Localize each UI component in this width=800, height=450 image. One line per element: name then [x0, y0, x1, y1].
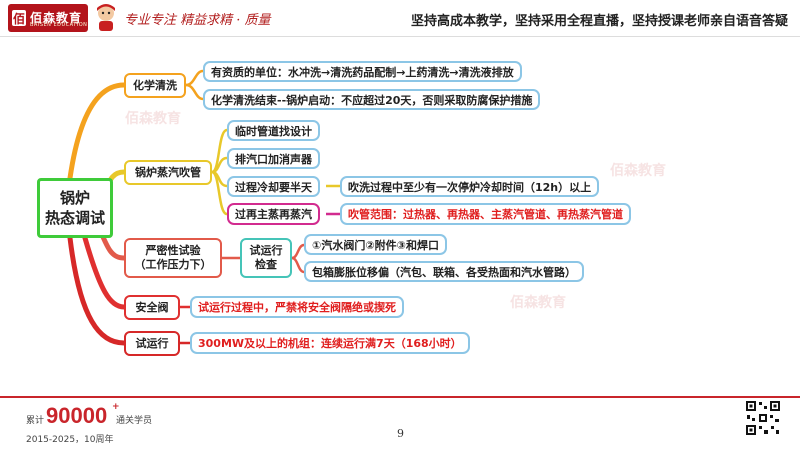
leaf-trial-1: 300MW及以上的机组：连续运行满7天（168小时）: [190, 332, 470, 354]
watermark: 佰森教育: [125, 111, 181, 127]
branch-tightness-line1: 严密性试验: [145, 244, 201, 257]
footer-divider: [0, 396, 800, 398]
root-line1: 锅炉: [59, 189, 90, 207]
branch-chemical-cleaning: 化学清洗: [124, 73, 186, 98]
connector-safety: [82, 235, 127, 310]
leaf-steam-1: 临时管道找设计: [227, 120, 320, 141]
leaf-safety-1: 试运行过程中，严禁将安全阀隔绝或揳死: [190, 296, 404, 318]
logo-text: 佰森教育: [30, 11, 83, 25]
branch-trial-run: 试运行: [124, 331, 180, 356]
header-motto: 坚持高成本教学，坚持采用全程直播，坚持授课老师亲自语音答疑: [410, 14, 788, 29]
footer-label: 累计: [26, 416, 45, 426]
logo-subtitle: BAISEN EDUCATION: [30, 22, 88, 28]
footer-plus: +: [112, 402, 120, 412]
leaf-chemical-2: 化学清洗结束--锅炉启动：不应超过20天，否则采取防腐保护措施: [203, 89, 541, 110]
leaf-steam-3: 过程冷却要半天: [227, 176, 320, 197]
watermark: 佰森教育: [510, 295, 566, 311]
svg-text:佰: 佰: [13, 11, 25, 26]
leaf-steam-cooling-detail: 吹洗过程中至少有一次停炉冷却时间（12h）以上: [340, 176, 600, 197]
branch-tightness-line2: （工作压力下）: [134, 258, 212, 271]
leaf-tightness-2: 包箱膨胀位移偏（汽包、联箱、各受热面和汽水管路）: [304, 261, 584, 282]
connector-trial: [67, 235, 127, 346]
trial-check-line2: 检查: [255, 258, 277, 271]
logo-emblem-icon: 佰: [12, 10, 26, 26]
slogan-script: 专业专注 精益求精 · 质量: [124, 13, 271, 28]
leaf-steam-scope-detail: 吹管范围：过热器、再热器、主蒸汽管道、再热蒸汽管道: [340, 203, 631, 225]
branch-safety-valve: 安全阀: [124, 295, 180, 320]
footer-student-count: 90000: [46, 403, 108, 428]
connector-chemical: [67, 82, 127, 181]
node-trial-check: 试运行 检查: [240, 238, 292, 278]
root-line2: 热态调试: [44, 209, 105, 227]
root-node: 锅炉 热态调试: [37, 178, 113, 238]
leaf-tightness-1: ①汽水阀门②附件③和焊口: [304, 234, 447, 255]
branch-steam-blowing: 锅炉蒸汽吹管: [124, 160, 212, 185]
footer-years: 2015-2025，10周年: [26, 435, 114, 445]
leaf-steam-4: 过再主蒸再蒸汽: [227, 203, 320, 225]
leaf-chemical-1: 有资质的单位：水冲洗→清洗药品配制→上药清洗→清洗液排放: [203, 61, 522, 82]
footer-subtitle: 通关学员: [116, 416, 153, 426]
trial-check-line1: 试运行: [249, 244, 283, 257]
page-number: 9: [397, 427, 404, 440]
leaf-steam-2: 排汽口加消声器: [227, 148, 320, 169]
mascot-icon: [97, 4, 115, 31]
branch-tightness-test: 严密性试验 （工作压力下）: [124, 238, 222, 278]
header-divider: [0, 36, 800, 37]
watermark: 佰森教育: [610, 163, 666, 179]
qr-code-icon: [745, 400, 781, 436]
